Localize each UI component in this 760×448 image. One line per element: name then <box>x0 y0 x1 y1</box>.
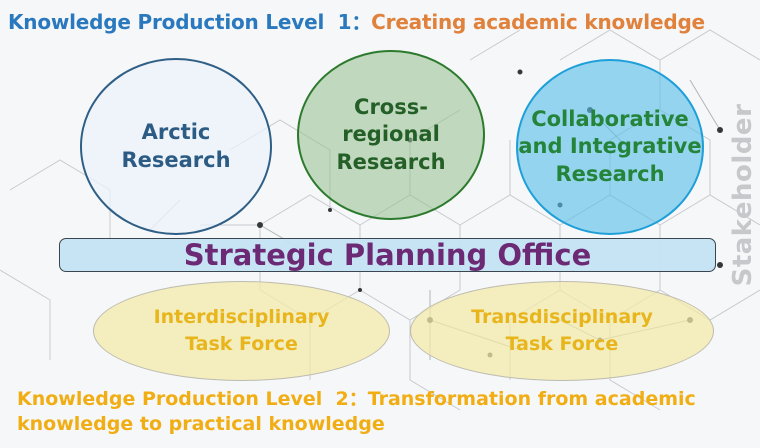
level-1-subtitle: Creating academic knowledge <box>371 10 705 34</box>
stakeholder-side-label: Stakeholder <box>728 103 758 287</box>
circle-text-line: Research <box>555 161 665 186</box>
strategic-planning-office-label: Strategic Planning Office <box>183 238 592 272</box>
ellipse-text-line: Transdisciplinary <box>471 306 653 329</box>
circle-text-line: regional <box>342 122 440 147</box>
collaborative-integrative-research-circle: Collaborative and Integrative Research <box>516 59 704 235</box>
ellipse-text-line: Task Force <box>505 333 619 355</box>
level-2-line-1: Knowledge Production Level 2：Transformat… <box>17 388 696 410</box>
strategic-planning-office-bar: Strategic Planning Office <box>59 238 716 272</box>
level-1-label: Knowledge Production Level 1： <box>8 10 372 34</box>
ellipse-text-line: Task Force <box>185 333 298 355</box>
ellipse-text-line: Interdisciplinary <box>153 306 330 329</box>
cross-regional-research-circle: Cross- regional Research <box>297 50 485 220</box>
circle-text-line: Research <box>121 147 231 172</box>
circle-text-line: Research <box>336 149 446 174</box>
knowledge-level-1-heading: Knowledge Production Level 1：Creating ac… <box>8 6 705 35</box>
interdisciplinary-task-force-ellipse: Interdisciplinary Task Force <box>93 281 390 381</box>
level-2-line-2: knowledge to practical knowledge <box>17 413 385 436</box>
circle-text-line: and Integrative <box>518 134 702 159</box>
circle-text-line: Arctic <box>141 120 211 145</box>
transdisciplinary-task-force-ellipse: Transdisciplinary Task Force <box>410 281 714 381</box>
circle-text-line: Cross- <box>354 95 428 120</box>
knowledge-level-2-heading: Knowledge Production Level 2：Transformat… <box>17 387 760 437</box>
circle-text-line: Collaborative <box>531 107 689 132</box>
arctic-research-circle: Arctic Research <box>80 58 272 235</box>
